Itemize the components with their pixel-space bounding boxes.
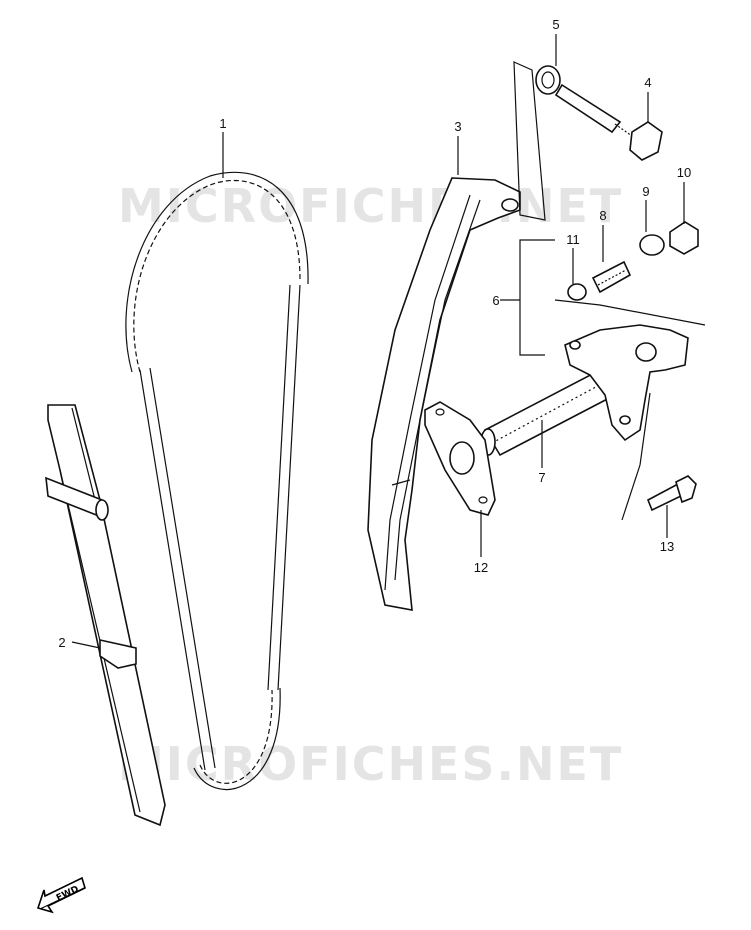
adjuster-screw[interactable] [591,260,632,294]
chain-guide-tensioner[interactable] [367,177,521,611]
callout-8: 8 [599,208,606,223]
lock-washer[interactable] [639,234,665,256]
callout-4: 4 [644,75,651,90]
callout-2: 2 [58,635,65,650]
o-ring[interactable] [567,283,587,301]
watermark-bottom: MICROFICHES.NET [118,737,623,791]
callout-11: 11 [566,232,580,247]
washer[interactable] [535,65,561,95]
callout-3: 3 [454,119,461,134]
fwd-arrow-icon: FWD [36,876,86,914]
callout-10: 10 [677,165,691,180]
tensioner-bolt[interactable] [554,83,663,161]
watermark-top: MICROFICHES.NET [118,179,623,233]
callout-13: 13 [660,539,674,554]
callout-6: 6 [492,293,499,308]
callout-7: 7 [538,470,545,485]
tensioner-gasket[interactable] [424,401,496,516]
callout-9: 9 [642,184,649,199]
callout-5: 5 [552,17,559,32]
lock-nut[interactable] [669,221,699,255]
callout-12: 12 [474,560,488,575]
tensioner-assembly[interactable] [480,324,689,457]
mounting-bolt[interactable] [646,475,697,512]
callout-1: 1 [219,116,226,131]
chain-guide-front[interactable] [45,404,166,827]
cam-chain[interactable] [125,171,309,790]
